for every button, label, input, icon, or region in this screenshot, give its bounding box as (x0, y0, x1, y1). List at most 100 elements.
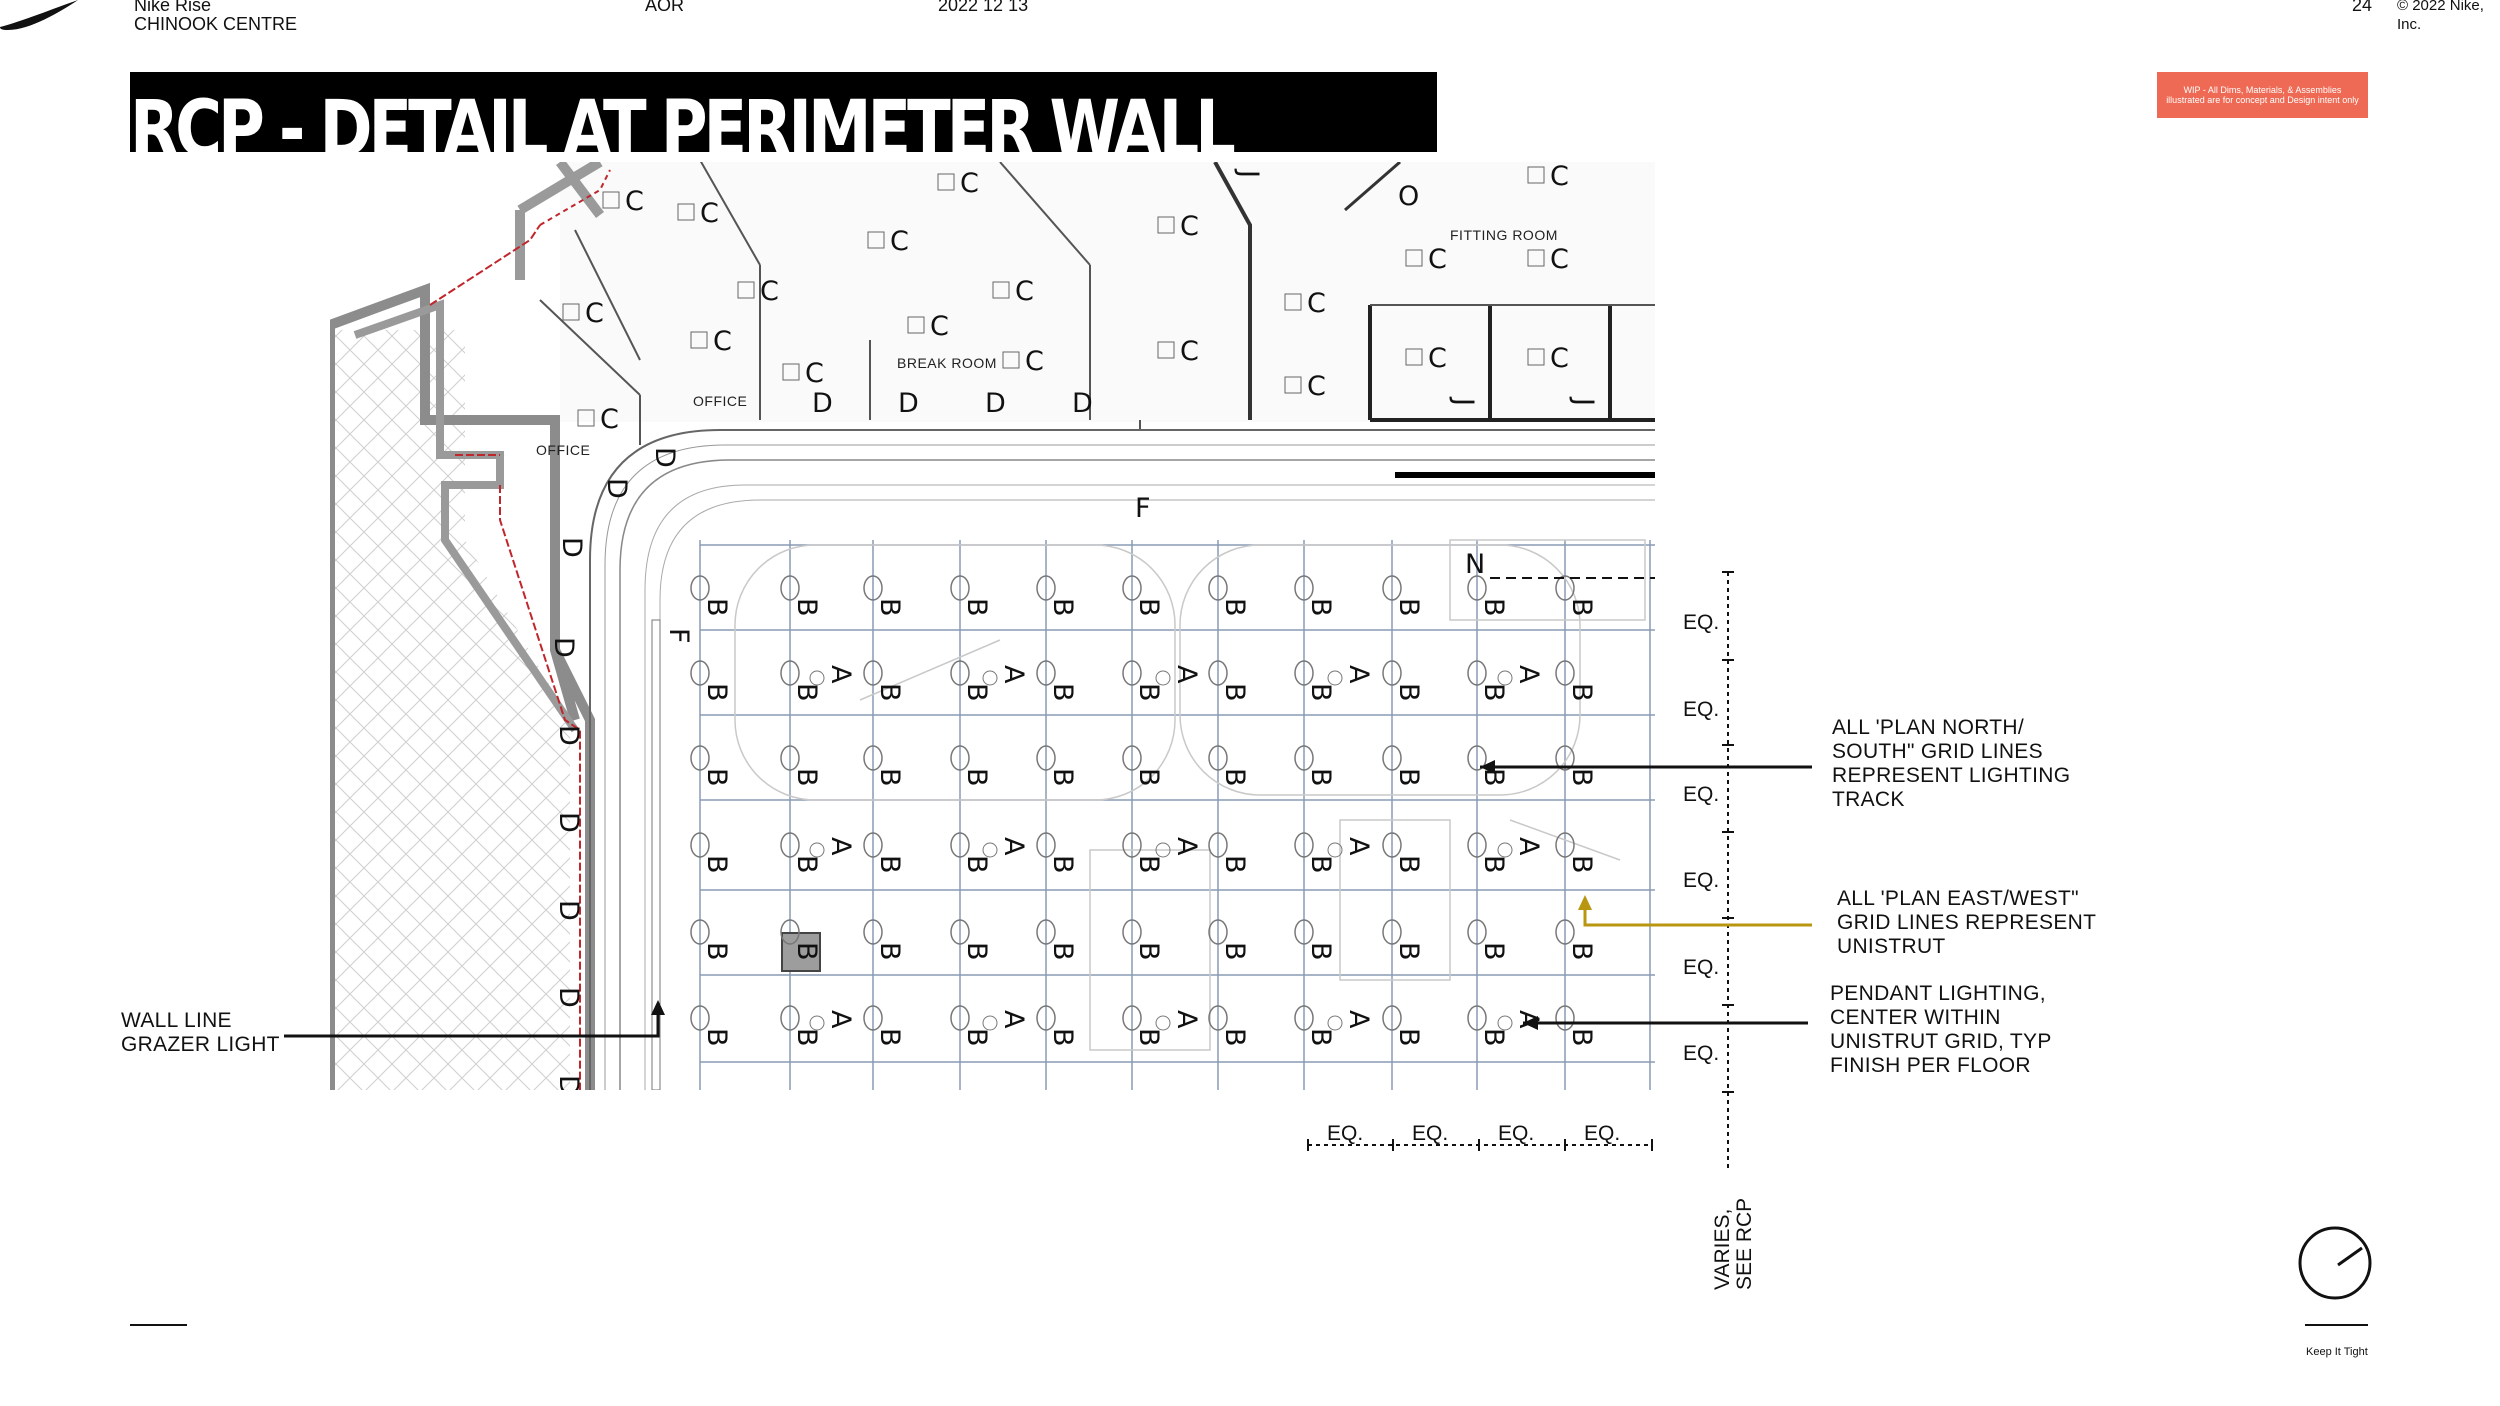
grid-node-fixture (1555, 919, 1575, 945)
grid-node-fixture (1122, 660, 1142, 686)
fixture-tag-d: D (553, 725, 584, 746)
fixture-tag-c: C (1428, 343, 1447, 374)
fixture-tag-b: B (1566, 768, 1597, 787)
fixture-tag-b: B (701, 942, 732, 961)
fixture-tag-d: D (553, 1075, 584, 1096)
grid-node-fixture (1294, 660, 1314, 686)
fixture-tag-b: B (1393, 598, 1424, 617)
fixture-tag-b: B (1478, 942, 1509, 961)
phase-label: AOR (645, 0, 685, 15)
copyright: © 2022 Nike, Inc. (2397, 0, 2484, 33)
dim-eq-v5: EQ. (1683, 956, 1719, 979)
fixture-tag-b: B (1566, 942, 1597, 961)
fixture-tag-b: B (1219, 942, 1250, 961)
fixture-tag-b: B (1393, 1028, 1424, 1047)
fixture-tag-a: A (998, 837, 1029, 856)
fixture-c-box (992, 281, 1010, 299)
fixture-tag-a: A (1343, 837, 1374, 856)
fixture-tag-b: B (1219, 598, 1250, 617)
grid-node-fixture (1122, 745, 1142, 771)
pendant-fixture (982, 1015, 998, 1031)
grid-node-fixture (1294, 575, 1314, 601)
fixture-tag-b: B (701, 1028, 732, 1047)
grid-node-fixture (780, 660, 800, 686)
fixture-tag-b: B (1133, 942, 1164, 961)
fixture-tag-c: C (1428, 244, 1447, 275)
fixture-tag-a: A (825, 1010, 856, 1029)
fixture-tag-b: B (701, 855, 732, 874)
callout-grid-ns: ALL 'PLAN NORTH/ SOUTH" GRID LINES REPRE… (1832, 716, 2071, 811)
grid-node-fixture (863, 660, 883, 686)
grid-node-fixture (1382, 745, 1402, 771)
fixture-c-box (1157, 216, 1175, 234)
fixture-tag-b: B (1478, 855, 1509, 874)
fixture-tag-b: B (1566, 855, 1597, 874)
callout-pendant: PENDANT LIGHTING, CENTER WITHIN UNISTRUT… (1830, 982, 2052, 1077)
grid-node-fixture (1036, 919, 1056, 945)
fixture-tag-b: B (874, 598, 905, 617)
nike-swoosh-icon (0, 0, 78, 30)
grid-node-fixture (1555, 660, 1575, 686)
fixture-c-box (867, 231, 885, 249)
fixture-tag-a: A (1171, 1010, 1202, 1029)
title-bar: RCP - DETAIL AT PERIMETER WALL (130, 72, 1437, 152)
fixture-c-box (1527, 249, 1545, 267)
project-name-line2: CHINOOK CENTRE (134, 14, 298, 34)
grid-node-fixture (1122, 832, 1142, 858)
pendant-fixture (1327, 670, 1343, 686)
fixture-tag-d: D (548, 637, 579, 658)
fixture-tag-a: A (825, 665, 856, 684)
dim-eq-v6: EQ. (1683, 1042, 1719, 1065)
grid-node-fixture (1294, 832, 1314, 858)
fixture-c-box (677, 203, 695, 221)
grid-node-fixture (780, 919, 800, 945)
fixture-tag-b: B (1047, 1028, 1078, 1047)
tag-n: N (1465, 549, 1485, 580)
fixture-tag-d: D (985, 388, 1006, 419)
callout-grid-ew: ALL 'PLAN EAST/WEST" GRID LINES REPRESEN… (1837, 887, 2097, 958)
fixture-tag-d: D (553, 987, 584, 1008)
fixture-tag-b: B (1478, 683, 1509, 702)
grid-node-fixture (780, 575, 800, 601)
fixture-tag-b: B (1478, 768, 1509, 787)
dimension-horizontal (1307, 1139, 1653, 1151)
grid-node-fixture (690, 919, 710, 945)
grid-node-fixture (863, 1005, 883, 1031)
dim-eq-v4: EQ. (1683, 869, 1719, 892)
fixture-tag-b: B (1133, 683, 1164, 702)
fixture-tag-b: B (1219, 768, 1250, 787)
grid-node-fixture (1294, 1005, 1314, 1031)
fixture-tag-b: B (1047, 855, 1078, 874)
fixture-tag-d: D (553, 812, 584, 833)
pendant-fixture (1327, 1015, 1343, 1031)
fixture-tag-c: C (890, 226, 909, 257)
fixture-tag-b: B (1219, 1028, 1250, 1047)
fixture-tag-a: A (1171, 837, 1202, 856)
fixture-tag-b: B (1047, 683, 1078, 702)
fixture-tag-c: C (713, 326, 732, 357)
fixture-tag-b: B (791, 768, 822, 787)
grid-node-fixture (1382, 1005, 1402, 1031)
fixture-tag-b: B (874, 768, 905, 787)
fixture-c-box (1002, 351, 1020, 369)
pendant-fixture (1497, 1015, 1513, 1031)
fixture-tag-c: C (1180, 336, 1199, 367)
tag-j-1: J (1233, 168, 1264, 178)
red-wall-line (429, 224, 581, 1090)
fixture-tag-b: B (1478, 598, 1509, 617)
fixture-tag-c: C (585, 298, 604, 329)
grid-node-fixture (950, 660, 970, 686)
grid-node-fixture (1467, 745, 1487, 771)
pendant-fixture (1155, 670, 1171, 686)
tag-j-3: J (1568, 396, 1599, 406)
fixture-tag-a: A (1513, 1010, 1544, 1029)
grid-node-fixture (1382, 575, 1402, 601)
grid-node-fixture (950, 1005, 970, 1031)
grid-node-fixture (1467, 919, 1487, 945)
fixture-tag-b: B (791, 683, 822, 702)
fixture-tag-c: C (1025, 346, 1044, 377)
fixture-tag-b: B (1305, 855, 1336, 874)
project-name-line1: Nike Rise (134, 0, 212, 15)
fixture-tag-b: B (1566, 1028, 1597, 1047)
